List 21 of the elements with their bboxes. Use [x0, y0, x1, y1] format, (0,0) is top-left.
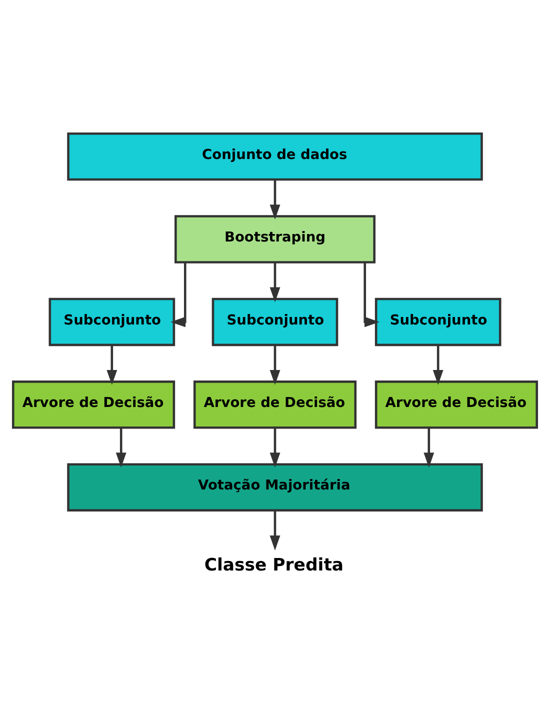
arrow: [270, 428, 280, 468]
node-box: Subconjunto: [374, 298, 502, 346]
node-box: Arvore de Decisão: [12, 380, 176, 429]
arrow: [170, 262, 186, 328]
arrow: [270, 180, 280, 220]
arrow: [270, 345, 280, 385]
node-box: Subconjunto: [212, 298, 338, 346]
arrow: [270, 262, 280, 302]
node-box: Conjunto de dados: [67, 132, 483, 181]
node-text: Classe Predita: [204, 556, 344, 576]
arrow: [364, 262, 380, 328]
arrow: [116, 428, 126, 468]
arrow: [106, 345, 118, 385]
arrow: [432, 345, 444, 385]
node-box: Arvore de Decisão: [374, 380, 538, 429]
node-box: Arvore de Decisão: [193, 380, 357, 429]
node-box: Votação Majoritária: [67, 463, 483, 512]
node-box: Subconjunto: [48, 298, 176, 346]
node-box: Bootstraping: [174, 215, 376, 264]
arrow: [424, 428, 434, 468]
arrow: [270, 510, 280, 550]
